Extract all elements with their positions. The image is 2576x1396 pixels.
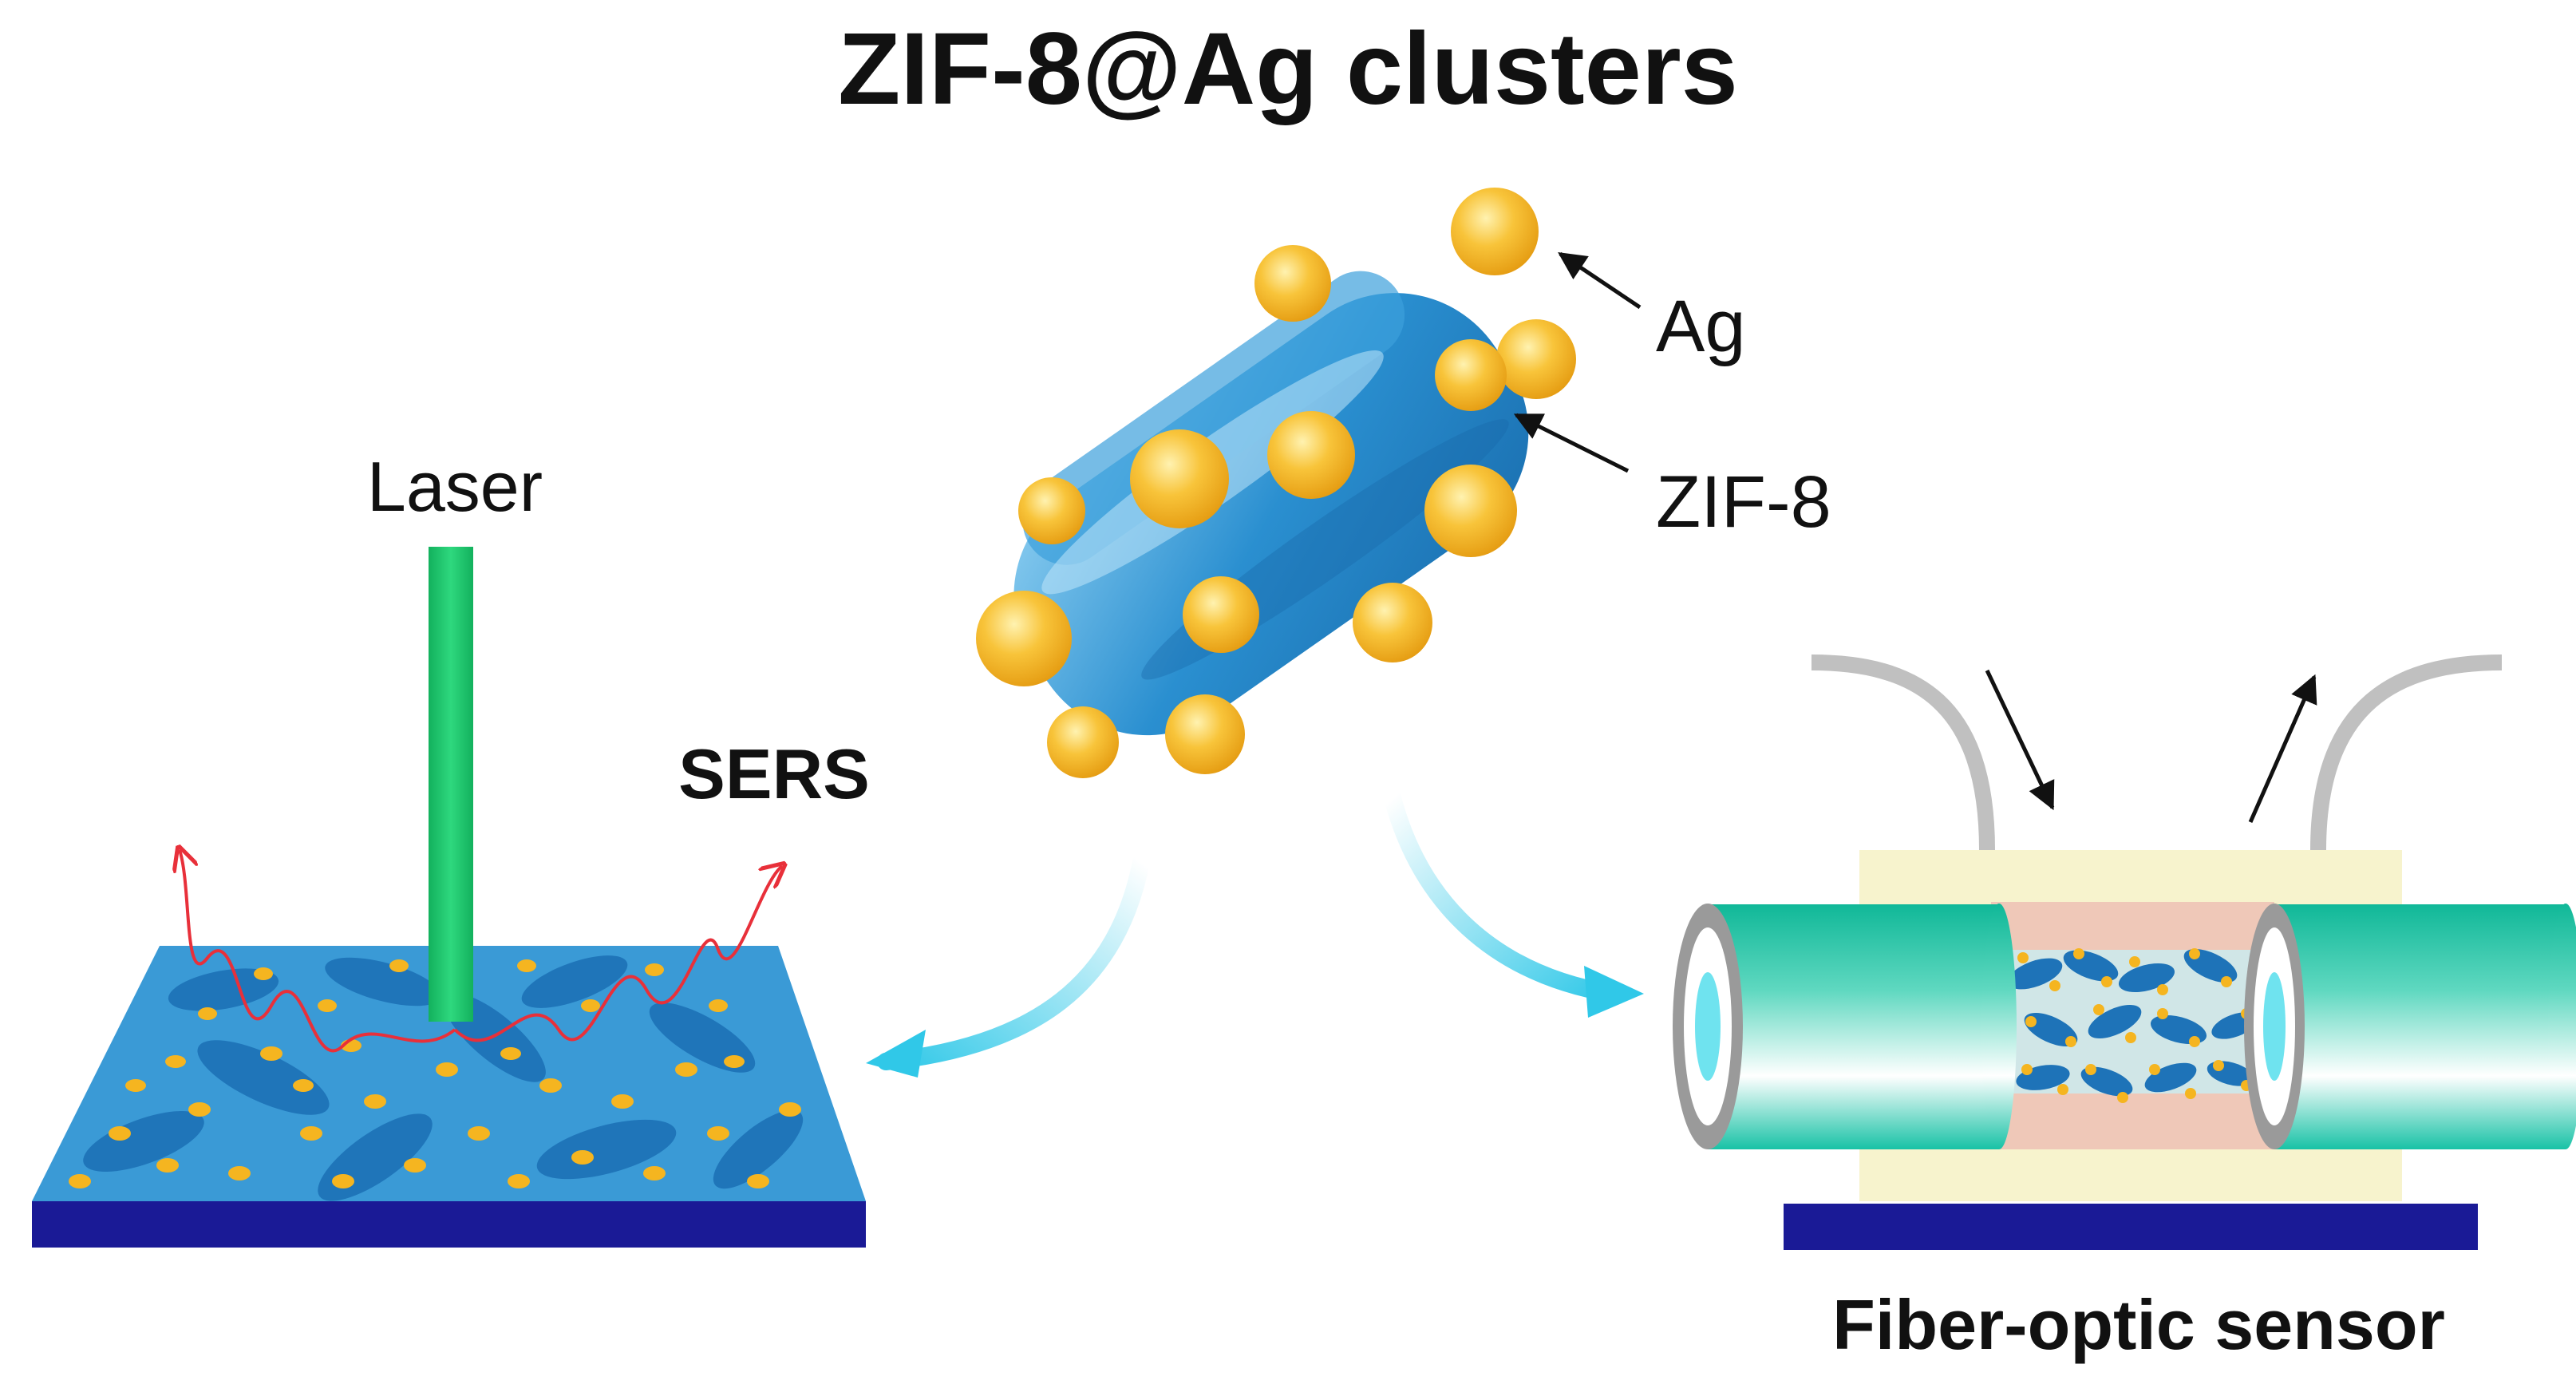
output-light-arrow bbox=[2248, 674, 2317, 824]
sers-scattered-wave-left bbox=[180, 850, 456, 1053]
sers-label: SERS bbox=[678, 734, 870, 813]
flow-arrowhead-to-fiber bbox=[1584, 966, 1644, 1018]
ag-dots-film bbox=[69, 959, 801, 1188]
cavity-ag-dots bbox=[2017, 948, 2252, 1103]
fiber-optic-sensor-panel bbox=[1673, 654, 2576, 1250]
flow-arrowhead-to-sers bbox=[866, 1030, 926, 1078]
ag-label: Ag bbox=[1656, 286, 1746, 367]
ag-pointer-arrow bbox=[1558, 251, 1642, 310]
input-fiber-lead bbox=[1811, 654, 1995, 851]
sers-panel bbox=[32, 547, 866, 1248]
output-fiber-lead bbox=[2310, 654, 2503, 851]
laser-label: Laser bbox=[367, 447, 543, 526]
sers-base-substrate bbox=[32, 1201, 866, 1248]
sensor-base-substrate bbox=[1784, 1204, 2478, 1250]
left-fiber-core bbox=[1695, 972, 1721, 1081]
flow-arrow-to-fiber bbox=[1384, 789, 1621, 1003]
zif8-pointer-arrow bbox=[1513, 413, 1630, 473]
zif8-label: ZIF-8 bbox=[1656, 461, 1831, 543]
fiber-optic-sensor-label: Fiber-optic sensor bbox=[1832, 1285, 2445, 1364]
right-fiber-core bbox=[2263, 972, 2286, 1081]
zif8-ag-particle bbox=[976, 188, 1642, 778]
diagram-title: ZIF-8@Ag clusters bbox=[838, 12, 1738, 126]
zif8-ag-cluster-film bbox=[83, 955, 804, 1201]
input-light-arrow bbox=[1985, 669, 2055, 811]
flow-arrow-to-sers bbox=[877, 853, 1150, 1070]
ag-nanoparticles bbox=[976, 188, 1576, 778]
left-optical-fiber bbox=[1673, 904, 2017, 1149]
sers-scattered-wave-right bbox=[453, 866, 782, 1042]
laser-beam bbox=[429, 547, 473, 1022]
right-optical-fiber bbox=[2244, 904, 2576, 1149]
